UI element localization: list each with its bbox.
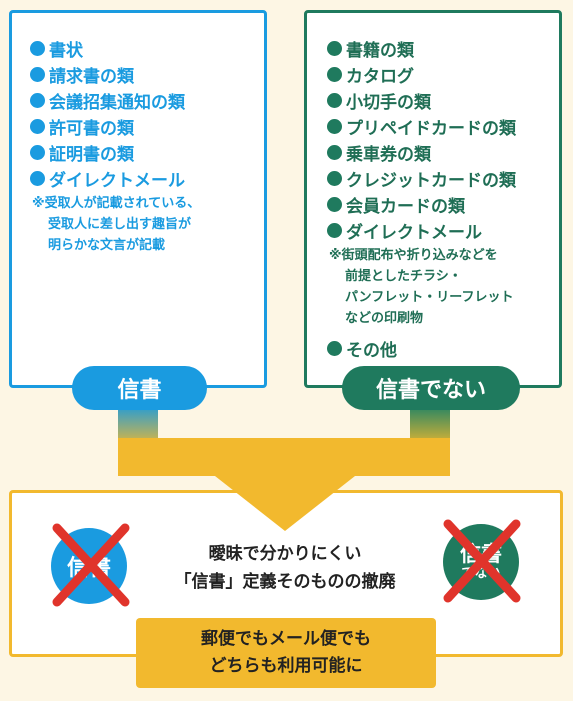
bullet-icon	[30, 170, 45, 186]
bullet-icon	[30, 92, 45, 108]
list-item: ダイレクトメール	[30, 165, 200, 191]
shinsho-panel: 書状 請求書の類 会議招集通知の類 許可書の類 証明書の類 ダイレクトメール ※…	[9, 10, 267, 388]
bullet-icon	[327, 66, 342, 82]
list-item: ダイレクトメール	[327, 217, 516, 243]
bullet-icon	[327, 118, 342, 134]
bullet-icon	[327, 92, 342, 108]
shinsho-list: 書状 請求書の類 会議招集通知の類 許可書の類 証明書の類 ダイレクトメール ※…	[30, 35, 200, 256]
bullet-icon	[30, 66, 45, 82]
bullet-icon	[30, 118, 45, 134]
list-item: その他	[327, 335, 516, 361]
list-item: 会議招集通知の類	[30, 87, 200, 113]
non-shinsho-panel: 書籍の類 カタログ 小切手の類 プリペイドカードの類 乗車券の類 クレジットカー…	[304, 10, 562, 388]
cross-icon	[443, 519, 521, 603]
list-item: 証明書の類	[30, 139, 200, 165]
abolition-statement: 曖昧で分かりにくい 「信書」定義そのものの撤廃	[174, 544, 396, 592]
list-item: カタログ	[327, 61, 516, 87]
list-item: 乗車券の類	[327, 139, 516, 165]
bullet-icon	[327, 40, 342, 56]
list-item: プリペイドカードの類	[327, 113, 516, 139]
list-item: 書状	[30, 35, 200, 61]
list-item: 小切手の類	[327, 87, 516, 113]
list-item: 請求書の類	[30, 61, 200, 87]
list-item: 書籍の類	[327, 35, 516, 61]
non-shinsho-label: 信書でない	[342, 366, 520, 410]
non-shinsho-list: 書籍の類 カタログ 小切手の類 プリペイドカードの類 乗車券の類 クレジットカー…	[327, 35, 516, 361]
bullet-icon	[327, 144, 342, 160]
list-item: 許可書の類	[30, 113, 200, 139]
non-shinsho-note: ※街頭配布や折り込みなどを 前提としたチラシ・ パンフレット・リーフレット など…	[329, 248, 514, 326]
list-item: 会員カードの類	[327, 191, 516, 217]
bullet-icon	[327, 340, 342, 356]
result-callout: 郵便でもメール便でも どちらも利用可能に	[136, 618, 436, 688]
cross-icon	[52, 523, 130, 607]
shinsho-label: 信書	[72, 366, 207, 410]
down-arrow-icon	[215, 476, 355, 531]
bullet-icon	[30, 40, 45, 56]
bullet-icon	[30, 144, 45, 160]
shinsho-note: ※受取人が記載されている、 受取人に差し出す趣旨が 明らかな文言が記載	[32, 196, 201, 253]
bullet-icon	[327, 170, 342, 186]
bullet-icon	[327, 222, 342, 238]
horizontal-connector	[118, 438, 450, 476]
bullet-icon	[327, 196, 342, 212]
list-item: クレジットカードの類	[327, 165, 516, 191]
